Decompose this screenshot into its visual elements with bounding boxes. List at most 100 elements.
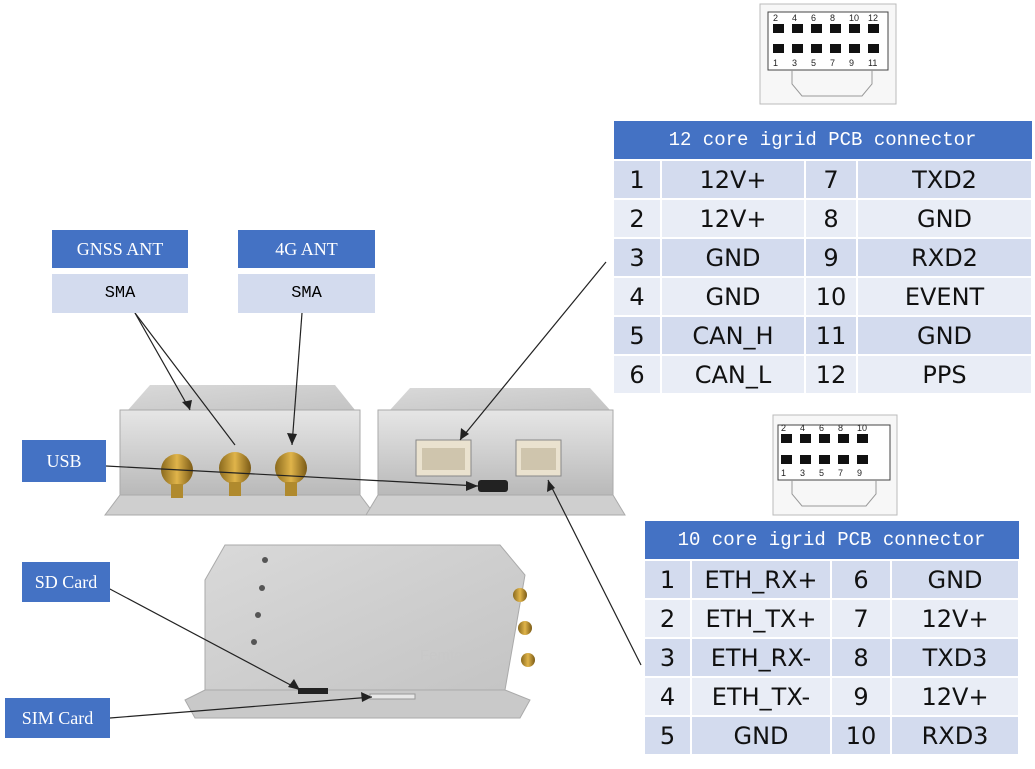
pin-contact <box>819 434 830 443</box>
pin-contact <box>800 455 811 464</box>
pin-label: 8 <box>830 13 835 23</box>
sd-card-label: SD Card <box>22 562 110 602</box>
pin-number: 3 <box>612 237 662 278</box>
pin-contact <box>838 455 849 464</box>
pin-label: 7 <box>838 468 843 478</box>
pin-label: 10 <box>849 13 859 23</box>
pin-signal: ETH_RX- <box>690 637 832 678</box>
pin-contact <box>781 455 792 464</box>
pin-number: 12 <box>804 354 858 395</box>
connector-10pin-port <box>515 439 562 477</box>
leader-sim <box>109 696 373 719</box>
leader-gnss <box>134 312 191 411</box>
pin-contact <box>800 434 811 443</box>
pin-label: 8 <box>838 423 843 433</box>
pin-label: 7 <box>830 58 835 68</box>
pin-signal: ETH_RX+ <box>690 559 832 600</box>
pin-number: 2 <box>612 198 662 239</box>
leader-sd <box>107 587 301 691</box>
usb-port <box>478 480 508 492</box>
pin-contact <box>792 44 803 53</box>
pin-contact <box>811 44 822 53</box>
pin-number: 10 <box>830 715 892 756</box>
pin-signal: TXD3 <box>889 637 1021 678</box>
pin-label: 5 <box>811 58 816 68</box>
leader-usb <box>105 465 479 487</box>
aux-sma-connector <box>219 452 251 496</box>
pin-label: 9 <box>849 58 854 68</box>
pin-contact <box>849 44 860 53</box>
pin-number: 8 <box>830 637 892 678</box>
pin-signal: CAN_L <box>660 354 806 395</box>
pin-number: 8 <box>804 198 858 239</box>
pin-signal: CAN_H <box>660 315 806 356</box>
pin-label: 9 <box>857 468 862 478</box>
pin-label: 1 <box>773 58 778 68</box>
pin-label: 6 <box>819 423 824 433</box>
pin-label: 12 <box>868 13 878 23</box>
pin-signal: GND <box>889 559 1021 600</box>
pin-signal: GND <box>660 237 806 278</box>
pin-contact <box>857 455 868 464</box>
pin-number: 2 <box>643 598 692 639</box>
pin-number: 7 <box>830 598 892 639</box>
pin-label: 5 <box>819 468 824 478</box>
pin-number: 5 <box>643 715 692 756</box>
connector-10pin-diagram: 2 4 6 8 10 1 3 5 7 9 <box>772 414 898 516</box>
pin-number: 5 <box>612 315 662 356</box>
pin-label: 4 <box>800 423 805 433</box>
pin-number: 1 <box>612 159 662 200</box>
pin-number: 11 <box>804 315 858 356</box>
lte-ant-type: SMA <box>238 274 375 313</box>
pin-signal: GND <box>690 715 832 756</box>
pin-label: 3 <box>792 58 797 68</box>
pin-signal: ETH_TX+ <box>690 598 832 639</box>
leader-10pin <box>547 479 642 666</box>
pin-signal: GND <box>855 315 1034 356</box>
pin-label: 3 <box>800 468 805 478</box>
pin-label: 1 <box>781 468 786 478</box>
pin-signal: PPS <box>855 354 1034 395</box>
pin-signal: GND <box>855 198 1034 239</box>
pin-signal: RXD2 <box>855 237 1034 278</box>
device-antenna-side <box>104 385 376 516</box>
pin-signal: 12V+ <box>889 676 1021 717</box>
pin-contact <box>857 434 868 443</box>
pin-contact <box>773 24 784 33</box>
usb-label: USB <box>22 440 106 482</box>
pin-signal: 12V+ <box>660 159 806 200</box>
pin-label: 2 <box>773 13 778 23</box>
pin-signal: 12V+ <box>889 598 1021 639</box>
pin-number: 3 <box>643 637 692 678</box>
pin-signal: 12V+ <box>660 198 806 239</box>
pin-contact <box>830 24 841 33</box>
sim-card-slot <box>369 693 416 700</box>
pin-number: 1 <box>643 559 692 600</box>
pin-label: 11 <box>868 58 877 68</box>
pin-number: 10 <box>804 276 858 317</box>
pin-label: 10 <box>857 423 867 433</box>
pin-contact <box>773 44 784 53</box>
pin-number: 4 <box>643 676 692 717</box>
pin-table-10-title: 10 core igrid PCB connector <box>643 520 1020 561</box>
leader-lines <box>105 261 642 719</box>
connector-12pin-port <box>415 439 472 477</box>
pin-number: 6 <box>612 354 662 395</box>
device-top-view: Femtomes <box>184 544 535 719</box>
pin-signal: RXD3 <box>889 715 1021 756</box>
leader-12pin <box>459 261 607 441</box>
pin-label: 2 <box>781 423 786 433</box>
